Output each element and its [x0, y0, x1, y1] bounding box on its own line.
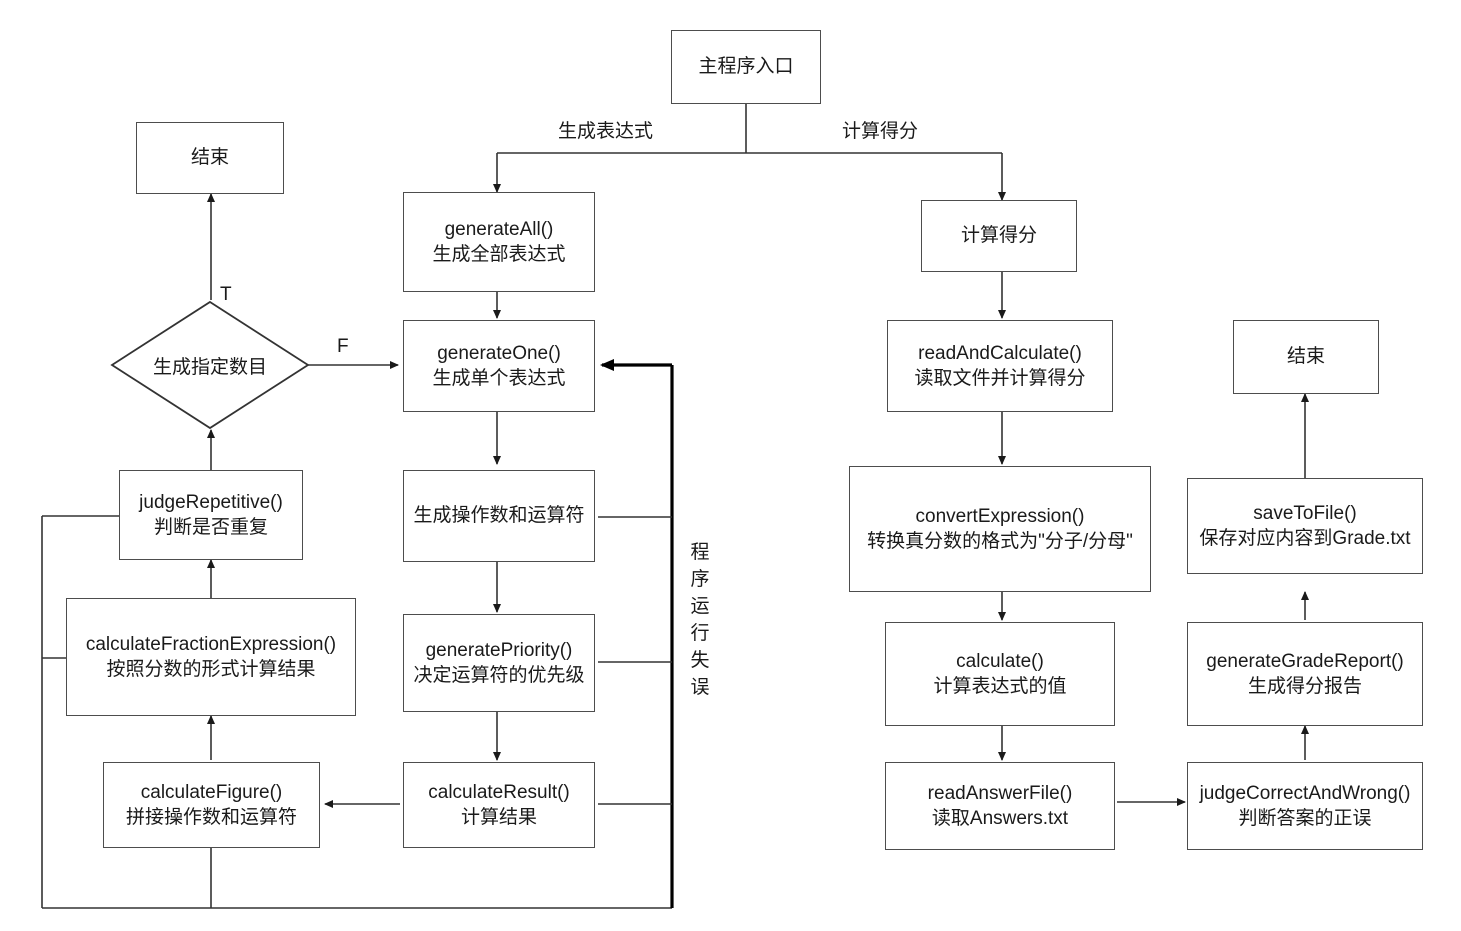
node-calculate-result[interactable]: calculateResult() 计算结果: [403, 762, 595, 848]
node-label-line2: 计算结果: [460, 807, 537, 828]
node-convert-expression[interactable]: convertExpression() 转换真分数的格式为"分子/分母": [849, 466, 1151, 592]
node-label-line2: 拼接操作数和运算符: [125, 807, 297, 828]
node-label-line2: 保存对应内容到Grade.txt: [1199, 528, 1411, 549]
node-generate-all[interactable]: generateAll() 生成全部表达式: [403, 192, 595, 292]
node-calculate[interactable]: calculate() 计算表达式的值: [885, 622, 1115, 726]
node-label-line1: readAndCalculate(): [918, 342, 1082, 364]
node-label-line1: calculate(): [956, 650, 1044, 672]
node-label-line1: saveToFile(): [1253, 502, 1357, 524]
node-main-entry[interactable]: 主程序入口: [671, 30, 821, 104]
node-label-line2: 生成得分报告: [1247, 676, 1362, 697]
node-generate-one[interactable]: generateOne() 生成单个表达式: [403, 320, 595, 412]
node-label-line2: 读取Answers.txt: [931, 808, 1069, 829]
node-label: 结束: [1286, 346, 1325, 368]
node-end-left[interactable]: 结束: [136, 122, 284, 194]
node-label-line1: calculateFractionExpression(): [85, 633, 337, 655]
diamond-shape: [110, 300, 310, 430]
node-read-answer-file[interactable]: readAnswerFile() 读取Answers.txt: [885, 762, 1115, 850]
node-judge-correct-and-wrong[interactable]: judgeCorrectAndWrong() 判断答案的正误: [1187, 762, 1423, 850]
node-label: 生成指定数目: [152, 356, 267, 378]
node-label-line2: 按照分数的形式计算结果: [106, 659, 316, 680]
node-label-line1: readAnswerFile(): [927, 782, 1073, 804]
node-label-line2: 判断是否重复: [153, 517, 268, 538]
node-label-line1: judgeRepetitive(): [139, 491, 283, 513]
node-label-line2: 生成单个表达式: [432, 368, 566, 389]
edge-label-false: F: [337, 336, 349, 357]
node-label-line1: generateGradeReport(): [1206, 650, 1404, 672]
node-label-line1: generateAll(): [444, 218, 554, 240]
node-label-line1: 计算得分: [960, 225, 1037, 247]
edge-label-generate-expression: 生成表达式: [558, 121, 654, 142]
node-decision-count[interactable]: 生成指定数目: [110, 300, 310, 430]
node-calculate-fraction-expression[interactable]: calculateFractionExpression() 按照分数的形式计算结…: [66, 598, 356, 716]
node-calculate-figure[interactable]: calculateFigure() 拼接操作数和运算符: [103, 762, 320, 848]
node-label-line1: calculateFigure(): [140, 781, 283, 803]
edge-label-calculate-score: 计算得分: [842, 121, 919, 142]
node-label-line2: 决定运算符的优先级: [413, 665, 585, 686]
note-program-run-error: 程序运行失误: [690, 542, 710, 698]
node-label-line2: 转换真分数的格式为"分子/分母": [867, 531, 1133, 552]
node-label-line1: generatePriority(): [425, 639, 573, 661]
node-calculate-score[interactable]: 计算得分: [921, 200, 1077, 272]
node-generate-priority[interactable]: generatePriority() 决定运算符的优先级: [403, 614, 595, 712]
node-label-line2: 生成全部表达式: [432, 244, 566, 265]
node-save-to-file[interactable]: saveToFile() 保存对应内容到Grade.txt: [1187, 478, 1423, 574]
node-label-line1: generateOne(): [437, 342, 561, 364]
node-read-and-calculate[interactable]: readAndCalculate() 读取文件并计算得分: [887, 320, 1113, 412]
node-generate-grade-report[interactable]: generateGradeReport() 生成得分报告: [1187, 622, 1423, 726]
node-label: 主程序入口: [698, 56, 794, 78]
node-label-line1: judgeCorrectAndWrong(): [1199, 782, 1411, 804]
node-end-right[interactable]: 结束: [1233, 320, 1379, 394]
node-label: 结束: [190, 147, 229, 169]
node-generate-operands[interactable]: 生成操作数和运算符: [403, 470, 595, 562]
node-label-line1: calculateResult(): [428, 781, 570, 803]
node-label-line1: convertExpression(): [915, 505, 1085, 527]
node-judge-repetitive[interactable]: judgeRepetitive() 判断是否重复: [119, 470, 303, 560]
node-label-line2: 读取文件并计算得分: [914, 368, 1086, 389]
node-label-line2: 判断答案的正误: [1238, 808, 1372, 829]
edge-label-true: T: [220, 284, 232, 305]
node-label-line1: 生成操作数和运算符: [413, 505, 585, 527]
node-label-line2: 计算表达式的值: [933, 676, 1067, 697]
